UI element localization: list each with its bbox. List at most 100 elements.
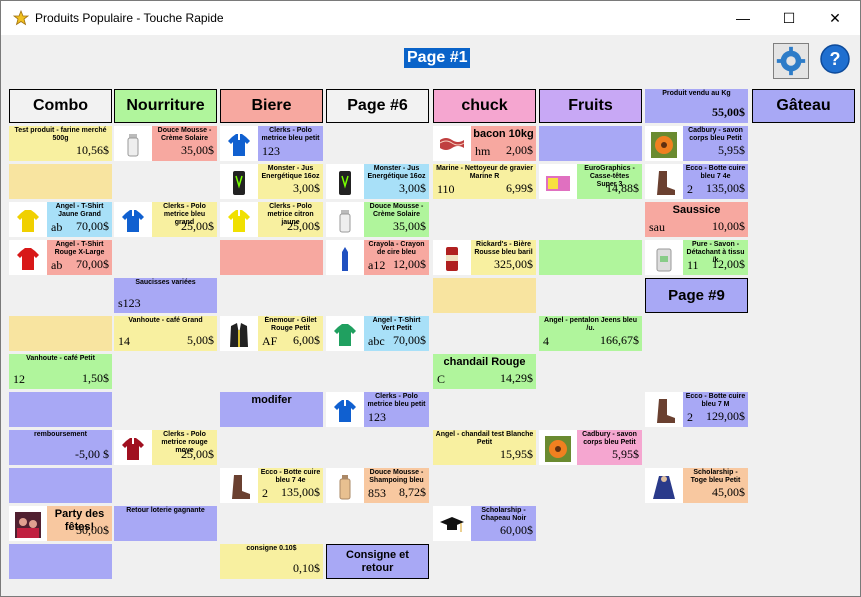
quick-key-button[interactable]: remboursement-5,00 $	[9, 430, 112, 465]
quick-key-button[interactable]: Retour loterie gagnante	[114, 506, 217, 541]
header-1[interactable]: Nourriture	[114, 89, 217, 123]
product-image	[645, 468, 683, 503]
quick-key-button[interactable]	[9, 316, 112, 351]
item-title: Angel - pentalon Jeens bleu /u.	[544, 317, 637, 332]
quick-key-button[interactable]	[9, 468, 112, 503]
item-code: a12	[368, 258, 386, 272]
maximize-button[interactable]: ☐	[782, 10, 796, 26]
quick-key-button[interactable]: consigne 0.10$0,10$	[220, 544, 323, 579]
green-shirt-icon	[334, 324, 356, 346]
item-title: Vanhoute - café Petit	[26, 355, 95, 362]
item-title: Monster - Jus Energétique 16oz	[261, 165, 320, 180]
item-title: Vanhoute - café Grand	[128, 317, 203, 324]
item-price: 60,00$	[500, 523, 533, 537]
shampoo-bottle-icon	[339, 475, 351, 500]
item-title: Clerks - Polo metrice rouge moye	[161, 431, 208, 454]
item-code: abc	[368, 334, 385, 348]
product-image	[326, 392, 364, 427]
product-image	[539, 430, 577, 465]
item-price: 25,00$	[287, 219, 320, 233]
help-button[interactable]: ?	[819, 43, 851, 75]
item-title: Cadbury - savon corps bleu Petit	[688, 127, 743, 142]
page-nav-button[interactable]: Page #9	[645, 278, 748, 313]
item-code: 2	[262, 486, 268, 500]
header-2[interactable]: Biere	[220, 89, 323, 123]
quick-key-button[interactable]	[220, 240, 323, 275]
blue-polo-icon	[334, 400, 356, 422]
quick-key-button[interactable]	[9, 544, 112, 579]
item-price: 12,00$	[393, 257, 426, 271]
energy-can-icon	[339, 171, 351, 195]
quick-key-button[interactable]	[539, 126, 642, 161]
quick-key-button[interactable]: Consigne et retour	[326, 544, 429, 579]
item-code: ab	[51, 258, 63, 272]
yellow-polo-icon	[228, 210, 250, 232]
product-image	[114, 430, 152, 465]
close-button[interactable]: ✕	[829, 10, 841, 26]
item-price: 3,00$	[293, 181, 320, 195]
item-code: 123	[262, 144, 280, 158]
item-price: 1,50$	[82, 371, 109, 385]
header-7[interactable]: Gâteau	[752, 89, 855, 123]
header-5[interactable]: Fruits	[539, 89, 642, 123]
product-image	[645, 126, 683, 161]
header-4[interactable]: chuck	[433, 89, 536, 123]
beer-can-icon	[446, 247, 458, 271]
item-title: Consigne et retour	[346, 549, 409, 574]
minimize-button[interactable]: —	[736, 10, 750, 26]
item-code: 2	[687, 410, 693, 424]
header-0[interactable]: Combo	[9, 89, 112, 123]
item-title: Retour loterie gagnante	[126, 507, 205, 514]
item-price: 35,00$	[181, 143, 214, 157]
quick-key-button[interactable]	[433, 278, 536, 313]
quick-key-button[interactable]: Party des fêtes!50,00$	[9, 506, 112, 541]
item-price: 10,56$	[76, 143, 109, 157]
item-title: Angel - T-Shirt Rouge X-Large	[54, 241, 105, 256]
quick-key-button[interactable]	[539, 240, 642, 275]
quick-key-button[interactable]	[9, 164, 112, 199]
quick-key-button[interactable]: modifer	[220, 392, 323, 427]
svg-text:?: ?	[830, 49, 841, 69]
quick-key-button[interactable]	[9, 392, 112, 427]
settings-button[interactable]	[773, 43, 809, 79]
header-3[interactable]: Page #6	[326, 89, 429, 123]
item-title: Angel - chandail test Blanche Petit	[435, 431, 534, 446]
item-code: sau	[649, 220, 665, 234]
